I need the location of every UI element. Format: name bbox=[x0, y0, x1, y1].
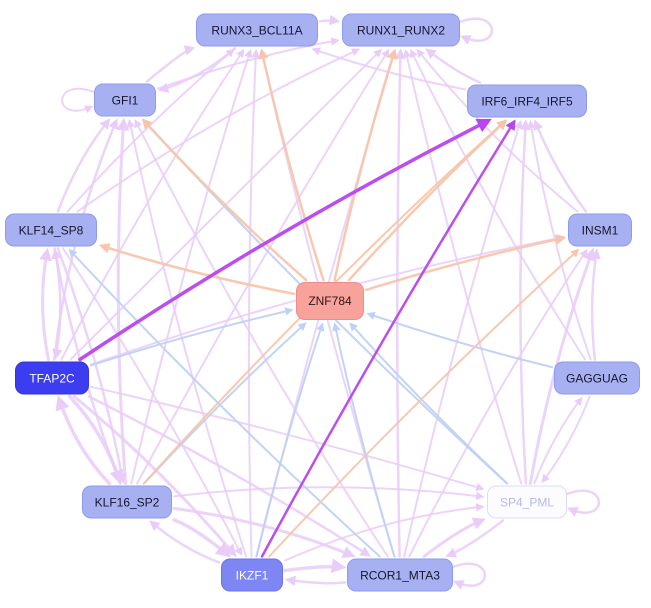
node-KLF16_SP2[interactable]: KLF16_SP2 bbox=[82, 485, 172, 519]
edge-RUNX1_RUNX2-RUNX1_RUNX2 bbox=[458, 17, 494, 45]
edge-IRF6_IRF4_IRF5-RUNX1_RUNX2 bbox=[425, 48, 482, 84]
edge-SP4_PML-RUNX1_RUNX2 bbox=[402, 48, 523, 485]
node-IRF6_IRF4_IRF5[interactable]: IRF6_IRF4_IRF5 bbox=[467, 84, 587, 118]
edge-INSM1-IRF6_IRF4_IRF5 bbox=[533, 119, 588, 213]
edge-IKZF1-SP4_PML bbox=[284, 503, 485, 562]
edge-IKZF1-ZNF784 bbox=[255, 322, 325, 558]
node-KLF14_SP8[interactable]: KLF14_SP8 bbox=[5, 213, 97, 247]
edge-TFAP2C-IRF6_IRF4_IRF5 bbox=[78, 118, 492, 362]
edge-KLF16_SP2-TFAP2C bbox=[55, 395, 112, 486]
edge-KLF16_SP2-SP4_PML bbox=[173, 486, 485, 501]
edge-GAGGUAG-RUNX1_RUNX2 bbox=[410, 48, 587, 361]
edge-ZNF784-RUNX3_BCL11A bbox=[258, 48, 325, 282]
edge-TFAP2C-KLF14_SP8 bbox=[39, 247, 52, 361]
edge-IKZF1-IRF6_IRF4_IRF5 bbox=[260, 119, 516, 558]
edge-KLF16_SP2-RCOR1_MTA3 bbox=[172, 506, 356, 558]
edge-GFI1-GFI1 bbox=[61, 87, 95, 114]
edge-ZNF784-INSM1 bbox=[364, 234, 567, 292]
edge-GAGGUAG-ZNF784 bbox=[366, 311, 553, 369]
edge-KLF14_SP8-RUNX1_RUNX2 bbox=[76, 48, 361, 213]
edge-SP4_PML-RCOR1_MTA3 bbox=[445, 519, 505, 558]
edge-RCOR1_MTA3-GFI1 bbox=[134, 118, 389, 558]
edge-IKZF1-KLF16_SP2 bbox=[149, 520, 221, 564]
node-IKZF1[interactable]: IKZF1 bbox=[221, 558, 283, 592]
edge-TFAP2C-ZNF784 bbox=[90, 307, 294, 367]
edge-GAGGUAG-INSM1 bbox=[590, 248, 601, 361]
node-RCOR1_MTA3[interactable]: RCOR1_MTA3 bbox=[347, 558, 453, 592]
edge-KLF14_SP8-IKZF1 bbox=[62, 247, 243, 557]
edge-ZNF784-GFI1 bbox=[141, 118, 308, 282]
node-SP4_PML[interactable]: SP4_PML bbox=[487, 485, 567, 519]
edge-RUNX3_BCL11A-RUNX1_RUNX2 bbox=[318, 14, 341, 26]
edge-IKZF1-INSM1 bbox=[268, 248, 580, 558]
edge-RCOR1_MTA3-KLF14_SP8 bbox=[68, 248, 381, 558]
edge-KLF16_SP2-RUNX3_BCL11A bbox=[130, 48, 253, 485]
node-TFAP2C[interactable]: TFAP2C bbox=[15, 361, 89, 395]
edge-RCOR1_MTA3-RCOR1_MTA3 bbox=[451, 562, 487, 590]
edge-IKZF1-RCOR1_MTA3 bbox=[283, 558, 347, 574]
edge-GFI1-RUNX3_BCL11A bbox=[145, 45, 196, 83]
edge-RCOR1_MTA3-SP4_PML bbox=[422, 517, 486, 558]
edge-RCOR1_MTA3-INSM1 bbox=[408, 248, 588, 558]
edge-SP4_PML-SP4_PML bbox=[565, 489, 601, 517]
node-INSM1[interactable]: INSM1 bbox=[568, 213, 632, 247]
edge-RCOR1_MTA3-IKZF1 bbox=[284, 575, 347, 587]
edge-KLF14_SP8-GFI1 bbox=[56, 118, 111, 213]
edge-IKZF1-GFI1 bbox=[126, 118, 248, 558]
node-RUNX1_RUNX2[interactable]: RUNX1_RUNX2 bbox=[342, 13, 460, 47]
edge-RCOR1_MTA3-ZNF784 bbox=[332, 322, 396, 558]
edge-GFI1-RUNX1_RUNX2 bbox=[157, 37, 340, 90]
edge-INSM1-RUNX1_RUNX2 bbox=[416, 48, 579, 213]
edge-ZNF784-RUNX1_RUNX2 bbox=[333, 48, 398, 282]
edge-RCOR1_MTA3-RUNX1_RUNX2 bbox=[395, 48, 406, 558]
node-GAGGUAG[interactable]: GAGGUAG bbox=[554, 361, 640, 395]
node-ZNF784[interactable]: ZNF784 bbox=[296, 282, 364, 320]
edge-TFAP2C-RCOR1_MTA3 bbox=[87, 395, 371, 557]
edge-IRF6_IRF4_IRF5-RUNX3_BCL11A bbox=[311, 47, 466, 91]
edge-KLF16_SP2-IKZF1 bbox=[172, 518, 231, 558]
edge-RCOR1_MTA3-IRF6_IRF4_IRF5 bbox=[403, 119, 523, 558]
edge-GAGGUAG-SP4_PML bbox=[541, 395, 591, 484]
edge-ZNF784-KLF14_SP8 bbox=[98, 243, 296, 296]
node-GFI1[interactable]: GFI1 bbox=[94, 83, 156, 117]
edge-SP4_PML-GAGGUAG bbox=[533, 396, 583, 485]
edge-IKZF1-RUNX3_BCL11A bbox=[247, 48, 260, 558]
node-RUNX3_BCL11A[interactable]: RUNX3_BCL11A bbox=[196, 13, 318, 47]
